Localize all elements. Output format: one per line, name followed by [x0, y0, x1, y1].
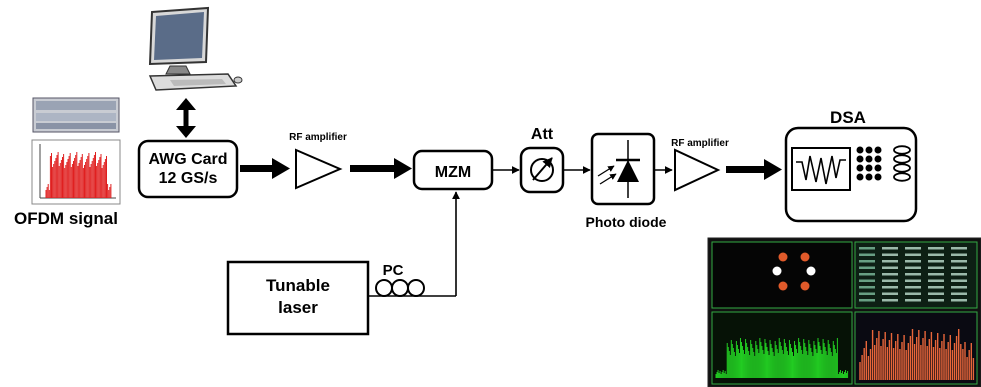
computer-awg-link	[176, 98, 196, 138]
dsa-knob	[865, 164, 873, 172]
rf-amplifier-1-label: RF amplifier	[289, 132, 347, 143]
table-cell	[859, 273, 875, 276]
table-cell	[882, 247, 898, 250]
rf-amplifier-1	[295, 148, 343, 190]
dsa-dial	[893, 172, 911, 182]
table-cell	[951, 266, 967, 269]
photodiode-box	[590, 132, 656, 206]
table-cell	[859, 286, 875, 289]
table-cell	[905, 273, 921, 276]
table-cell	[928, 279, 944, 282]
table-cell	[928, 253, 944, 256]
dsa-knob	[865, 155, 873, 163]
measurement-table	[854, 241, 978, 309]
laser-box	[226, 260, 370, 336]
ofdm-spectrum-plot	[31, 139, 121, 205]
table-cell	[882, 286, 898, 289]
att-label: Att	[531, 126, 554, 143]
dsa-dial	[893, 154, 911, 164]
table-cell	[882, 299, 898, 302]
awg-to-amp-arrow	[240, 158, 290, 179]
table-cell	[928, 292, 944, 295]
table-cell	[859, 266, 875, 269]
orange-spectrum-plot	[854, 311, 978, 385]
table-cell	[859, 279, 875, 282]
table-cell	[905, 247, 921, 250]
ofdm-label: OFDM signal	[14, 209, 118, 228]
pc-label: PC	[383, 262, 404, 279]
table-cell	[859, 253, 875, 256]
dsa-knob	[856, 164, 864, 172]
table-cell	[928, 247, 944, 250]
dsa-label: DSA	[830, 108, 866, 127]
dsa-knob	[874, 155, 882, 163]
dsa-knob	[865, 173, 873, 181]
table-cell	[951, 299, 967, 302]
table-cell	[951, 260, 967, 263]
table-cell	[951, 286, 967, 289]
table-cell	[928, 286, 944, 289]
table-cell	[882, 260, 898, 263]
dsa-knob	[874, 173, 882, 181]
table-cell	[905, 266, 921, 269]
table-cell	[951, 253, 967, 256]
rf-amplifier-2	[674, 148, 721, 192]
photodiode-label: Photo diode	[586, 214, 667, 230]
awg-chassis-icon	[32, 97, 120, 133]
table-cell	[882, 292, 898, 295]
dsa-knobs	[856, 145, 911, 182]
table-cell	[905, 260, 921, 263]
table-cell	[951, 273, 967, 276]
table-cell	[905, 299, 921, 302]
table-cell	[882, 273, 898, 276]
dsa-knob	[856, 173, 864, 181]
green-spectrum-plot	[711, 311, 853, 385]
table-cell	[951, 292, 967, 295]
dsa-knob	[874, 164, 882, 172]
dsa-dial	[893, 163, 911, 173]
dsa-knob	[874, 146, 882, 154]
table-cell	[859, 299, 875, 302]
table-cell	[928, 273, 944, 276]
amp-to-dsa-arrow	[726, 159, 782, 180]
table-cell	[882, 279, 898, 282]
table-cell	[951, 279, 967, 282]
dsa-dial	[893, 145, 911, 155]
table-cell	[905, 286, 921, 289]
measurement-screens	[707, 237, 981, 387]
constellation-plot	[711, 241, 853, 309]
photodiode-icon	[597, 140, 640, 198]
dsa-screen	[791, 147, 851, 191]
table-cell	[905, 253, 921, 256]
table-cell	[928, 260, 944, 263]
table-cell	[882, 253, 898, 256]
table-cell	[928, 299, 944, 302]
mzm-label: MZM	[435, 164, 471, 181]
table-cell	[905, 292, 921, 295]
table-cell	[951, 247, 967, 250]
table-cell	[859, 260, 875, 263]
dsa-knob	[865, 146, 873, 154]
table-cell	[928, 266, 944, 269]
dsa-knob	[856, 155, 864, 163]
awg-box	[137, 139, 239, 199]
table-cell	[859, 247, 875, 250]
table-cell	[882, 266, 898, 269]
attenuator-icon	[530, 157, 554, 182]
table-cell	[859, 292, 875, 295]
polarization-controller-icon	[368, 279, 456, 297]
rf-amplifier-2-label: RF amplifier	[671, 138, 729, 149]
amp-to-mzm-arrow	[350, 158, 412, 179]
table-cell	[905, 279, 921, 282]
computer-icon	[148, 6, 243, 91]
dsa-knob	[856, 146, 864, 154]
